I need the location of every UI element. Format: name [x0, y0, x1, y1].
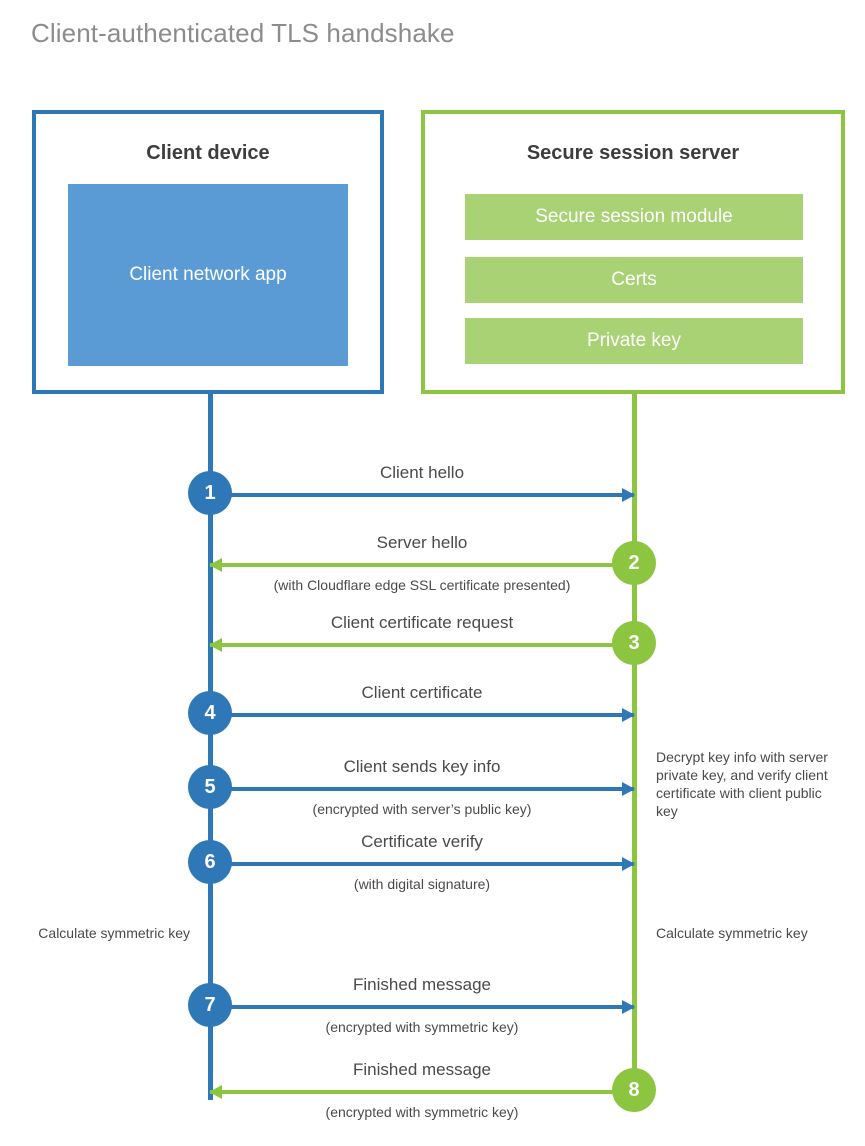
arrow-right-icon: [622, 1000, 635, 1014]
client-network-app-box: Client network app: [68, 184, 348, 366]
arrow-right-icon: [622, 708, 635, 722]
step-circle-5: 5: [188, 765, 232, 809]
arrow-left-icon: [209, 638, 222, 652]
secure-session-server-title: Secure session server: [526, 142, 740, 164]
message-6-sublabel: (with digital signature): [353, 876, 491, 892]
step-circle-8: 8: [612, 1068, 656, 1112]
message-4-arrow: [210, 708, 635, 722]
arrow-right-icon: [622, 857, 635, 871]
message-2-arrow: [209, 558, 634, 572]
message-7-sublabel: (encrypted with symmetric key): [325, 1019, 519, 1035]
page-title: Client-authenticated TLS handshake: [31, 18, 455, 48]
note-calculate-symmetric-key-server: Calculate symmetric key: [656, 925, 808, 941]
message-5-sublabel: (encrypted with server’s public key): [312, 801, 532, 817]
server-component-secure-session-module: Secure session module: [465, 194, 803, 240]
arrow-left-icon: [209, 1085, 222, 1099]
server-component-certs: Certs: [465, 257, 803, 303]
arrow-right-icon: [622, 782, 635, 796]
message-2-label: Server hello: [376, 533, 468, 552]
message-3-label: Client certificate request: [330, 613, 514, 632]
step-circle-4: 4: [188, 691, 232, 735]
server-lifeline: [632, 394, 637, 1094]
step-circle-7: 7: [188, 983, 232, 1027]
message-3-arrow: [209, 638, 634, 652]
client-lifeline: [208, 394, 213, 1100]
message-1-arrow: [210, 488, 635, 502]
message-7-arrow: [210, 1000, 635, 1014]
message-5-label: Client sends key info: [343, 757, 501, 776]
arrow-left-icon: [209, 558, 222, 572]
secure-session-server-box: Secure session server Secure session mod…: [421, 110, 845, 394]
arrow-right-icon: [622, 488, 635, 502]
message-5-arrow: [210, 782, 635, 796]
message-6-arrow: [210, 857, 635, 871]
message-8-label: Finished message: [353, 1060, 491, 1079]
step-circle-1: 1: [188, 471, 232, 515]
message-1-label: Client hello: [379, 463, 465, 482]
message-6-label: Certificate verify: [361, 832, 483, 851]
step-circle-6: 6: [188, 840, 232, 884]
server-component-private-key: Private key: [465, 318, 803, 364]
step-circle-3: 3: [612, 621, 656, 665]
message-8-arrow: [209, 1085, 634, 1099]
note-calculate-symmetric-key-client: Calculate symmetric key: [38, 925, 190, 941]
note-decrypt-key-info: Decrypt key info with server private key…: [656, 749, 828, 819]
message-8-sublabel: (encrypted with symmetric key): [325, 1104, 519, 1120]
message-7-label: Finished message: [353, 975, 491, 994]
step-circle-2: 2: [612, 541, 656, 585]
client-device-box: Client device Client network app: [32, 110, 384, 394]
message-2-sublabel: (with Cloudflare edge SSL certificate pr…: [273, 577, 571, 593]
message-4-label: Client certificate: [361, 683, 483, 702]
client-device-title: Client device: [146, 142, 270, 164]
